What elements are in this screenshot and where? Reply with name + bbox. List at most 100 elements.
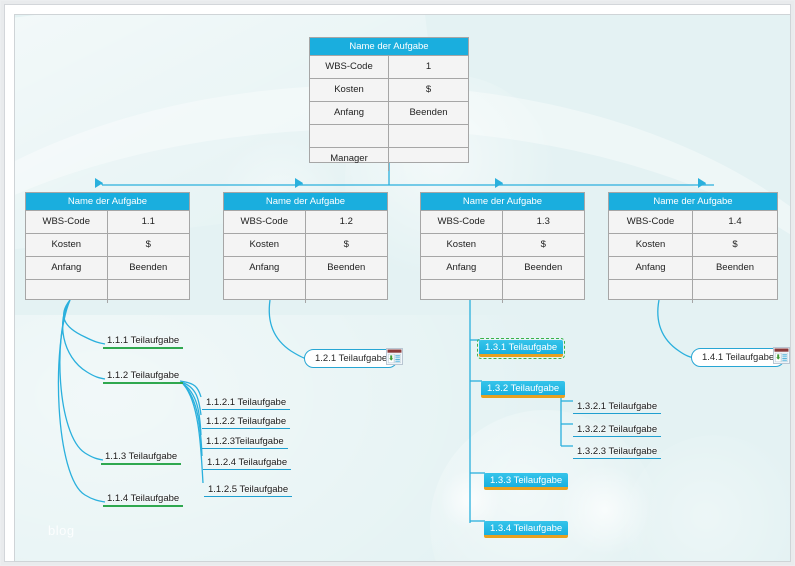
table-row: WBS-Code 1.3 — [421, 211, 584, 234]
card-header: Name der Aufgabe — [310, 38, 468, 56]
cell-label: Kosten — [310, 79, 389, 101]
cell-value: $ — [145, 239, 151, 250]
cell-value: Beenden — [715, 262, 755, 273]
table-row: Anfang Beenden — [421, 257, 584, 280]
link-1-1-to-1-1-4 — [57, 299, 106, 503]
cell-value: $ — [425, 84, 432, 95]
cell-label: WBS-Code — [421, 211, 503, 233]
cell-value — [693, 280, 777, 303]
leaf-label-1-1-2-1[interactable]: 1.1.2.1 Teilaufgabe — [202, 396, 291, 410]
wbs-card-1-1[interactable]: Name der Aufgabe WBS-Code 1.1 Kosten $ A… — [25, 192, 190, 303]
table-row: Manager — [310, 148, 468, 171]
cell-label: Anfang — [224, 257, 306, 279]
cell-label — [26, 280, 108, 303]
cell-value — [306, 280, 388, 303]
diagram-page: blog — [14, 14, 791, 562]
cell-value — [503, 280, 585, 303]
cell-value: Beenden — [409, 107, 448, 118]
table-row: Kosten $ — [609, 234, 777, 257]
link-1-1-2-to-5 — [183, 384, 204, 484]
wbs-card-root[interactable]: Name der Aufgabe WBS-Code 1 Kosten $ Anf… — [309, 37, 469, 171]
cell-label: WBS-Code — [310, 56, 389, 78]
cell-value: 1.4 — [728, 216, 742, 227]
card-header: Name der Aufgabe — [224, 193, 387, 211]
leaf-label-1-2-1[interactable]: 1.2.1 Teilaufgabe — [304, 349, 399, 368]
cell-value: 1.3 — [536, 216, 550, 227]
leaf-label-1-1-3[interactable]: 1.1.3 Teilaufgabe — [101, 450, 182, 465]
cell-label: Anfang — [609, 257, 693, 279]
leaf-label-1-1-2-5[interactable]: 1.1.2.5 Teilaufgabe — [204, 483, 293, 497]
leaf-label-1-3-1[interactable]: 1.3.1 Teilaufgabe — [476, 338, 566, 359]
cell-label: WBS-Code — [224, 211, 306, 233]
leaf-label-1-1-2-2[interactable]: 1.1.2.2 Teilaufgabe — [202, 415, 291, 429]
link-1-1-to-1-1-1 — [63, 299, 106, 345]
cell-label: Kosten — [224, 234, 306, 256]
wbs-card-1-4[interactable]: Name der Aufgabe WBS-Code 1.4 Kosten $ A… — [608, 192, 778, 303]
document-frame: blog — [4, 4, 791, 562]
leaf-label-1-3-2[interactable]: 1.3.2 Teilaufgabe — [481, 381, 566, 398]
leaf-label-1-3-2-1[interactable]: 1.3.2.1 Teilaufgabe — [573, 400, 662, 414]
table-row: Anfang Beenden — [224, 257, 387, 280]
link-1-1-to-1-1-2 — [62, 299, 106, 380]
cell-value: Beenden — [327, 262, 366, 273]
leaf-label-1-1-1[interactable]: 1.1.1 Teilaufgabe — [103, 334, 184, 349]
card-header: Name der Aufgabe — [421, 193, 584, 211]
cell-value: Beenden — [129, 262, 168, 273]
link-1-4-to-1-4-1 — [657, 299, 695, 359]
leaf-label-1-4-1[interactable]: 1.4.1 Teilaufgabe — [691, 348, 786, 367]
cell-label — [310, 125, 389, 147]
cell-value: 1.2 — [339, 216, 353, 227]
leaf-label-1-3-4[interactable]: 1.3.4 Teilaufgabe — [484, 521, 569, 538]
table-row: WBS-Code 1.4 — [609, 211, 777, 234]
leaf-label-1-1-4[interactable]: 1.1.4 Teilaufgabe — [103, 492, 184, 507]
table-row: WBS-Code 1 — [310, 56, 468, 79]
cell-label: WBS-Code — [26, 211, 108, 233]
spreadsheet-icon[interactable] — [773, 347, 790, 364]
table-row — [224, 280, 387, 303]
table-row — [609, 280, 777, 303]
cell-value — [389, 125, 468, 147]
link-1-2-to-1-2-1 — [268, 299, 308, 360]
wbs-card-1-2[interactable]: Name der Aufgabe WBS-Code 1.2 Kosten $ A… — [223, 192, 388, 303]
card-header: Name der Aufgabe — [26, 193, 189, 211]
cell-label — [224, 280, 306, 303]
card-header: Name der Aufgabe — [609, 193, 777, 211]
table-row: WBS-Code 1.2 — [224, 211, 387, 234]
wbs-card-1-3[interactable]: Name der Aufgabe WBS-Code 1.3 Kosten $ A… — [420, 192, 585, 303]
cell-value: 1 — [425, 61, 432, 72]
cell-value: $ — [343, 239, 349, 250]
table-row — [26, 280, 189, 303]
leaf-label-1-3-2-3[interactable]: 1.3.2.3 Teilaufgabe — [573, 445, 662, 459]
table-row: Kosten $ — [26, 234, 189, 257]
spreadsheet-icon[interactable] — [386, 348, 403, 365]
cell-value: $ — [732, 239, 738, 250]
table-row: Kosten $ — [310, 79, 468, 102]
leaf-label-1-1-2-4[interactable]: 1.1.2.4 Teilaufgabe — [203, 456, 292, 470]
table-row: Anfang Beenden — [26, 257, 189, 280]
table-row: Anfang Beenden — [310, 102, 468, 125]
cell-label: WBS-Code — [609, 211, 693, 233]
cell-label: Kosten — [26, 234, 108, 256]
cell-value — [108, 280, 190, 303]
leaf-label-1-3-2-2[interactable]: 1.3.2.2 Teilaufgabe — [573, 423, 662, 437]
leaf-label-1-1-2[interactable]: 1.1.2 Teilaufgabe — [103, 369, 184, 384]
leaf-label-1-3-3[interactable]: 1.3.3 Teilaufgabe — [484, 473, 569, 490]
leaf-label-1-1-2-3[interactable]: 1.1.2.3Teilaufgabe — [202, 435, 288, 449]
cell-value: $ — [540, 239, 546, 250]
cell-label: Anfang — [421, 257, 503, 279]
cell-value: Beenden — [524, 262, 563, 273]
cell-value — [389, 148, 468, 171]
cell-label: Kosten — [421, 234, 503, 256]
table-row: WBS-Code 1.1 — [26, 211, 189, 234]
cell-label — [609, 280, 693, 303]
cell-label: Manager — [310, 148, 389, 171]
table-row — [310, 125, 468, 148]
table-row: Kosten $ — [224, 234, 387, 257]
cell-label — [421, 280, 503, 303]
table-row: Kosten $ — [421, 234, 584, 257]
table-row — [421, 280, 584, 303]
cell-label: Kosten — [609, 234, 693, 256]
table-row: Anfang Beenden — [609, 257, 777, 280]
cell-label: Anfang — [26, 257, 108, 279]
